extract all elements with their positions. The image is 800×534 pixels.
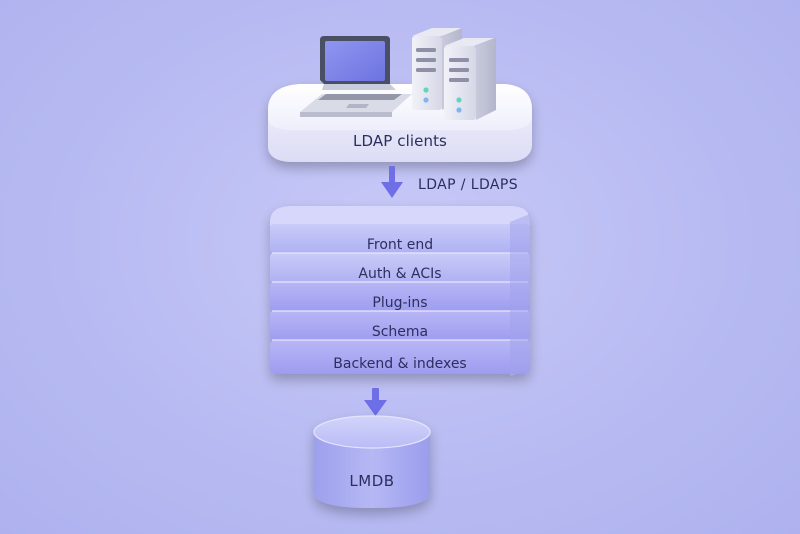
server-icon xyxy=(412,28,496,120)
arrow-down-icon xyxy=(364,388,387,416)
layer-label-front-end: Front end xyxy=(366,237,434,253)
clients-label: LDAP clients xyxy=(353,132,447,150)
layer-label-plug-ins: Plug-ins xyxy=(372,295,428,311)
layer-stack xyxy=(270,206,530,376)
layer-label-auth-acis: Auth & ACIs xyxy=(358,266,442,282)
laptop-icon xyxy=(300,36,412,117)
protocol-label: LDAP / LDAPS xyxy=(418,177,519,193)
database-label: LMDB xyxy=(349,472,395,490)
arrow-down-icon xyxy=(381,166,403,198)
layer-label-backend-indexes: Backend & indexes xyxy=(333,356,467,372)
database-icon xyxy=(313,415,431,508)
layer-label-schema: Schema xyxy=(371,324,429,340)
